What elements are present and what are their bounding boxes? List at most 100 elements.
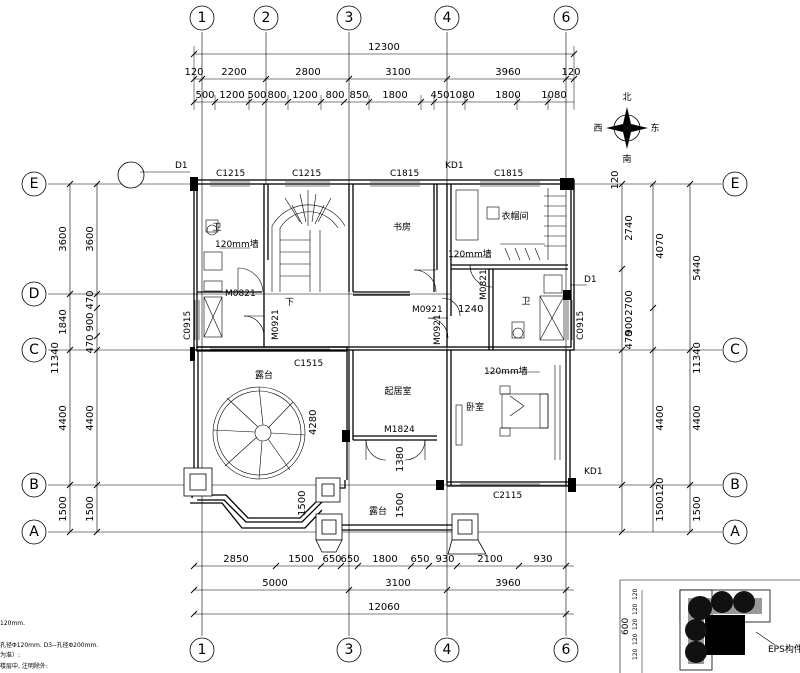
- dim-top-detail-5: 1200: [292, 90, 317, 101]
- dim-right-mid-2: 5440: [692, 255, 703, 280]
- legend-dim-2: 120: [632, 603, 639, 615]
- dim-1500-a: 1500: [297, 491, 308, 516]
- dim-bottom-detail-3: 650: [322, 554, 341, 565]
- label-c1215-b: C1215: [292, 169, 321, 179]
- dim-left-inner-2: 470: [85, 290, 96, 309]
- bottom-dimension-lines: [190, 562, 574, 618]
- dim-top-mid-5: 3960: [495, 67, 520, 78]
- dim-left-inner-5: 4400: [85, 405, 96, 430]
- note-1: 120mm.: [0, 620, 25, 627]
- label-m0821-b: M0821: [479, 269, 489, 300]
- dim-1500-b: 1500: [395, 493, 406, 518]
- label-m1824: M1824: [384, 425, 415, 435]
- legend-dim-1: 120: [632, 588, 639, 600]
- columns: [190, 177, 576, 492]
- legend-eps: EPS构件 120 120 120 120 120 600: [619, 579, 800, 673]
- dim-bottom-mid-2: 3100: [385, 578, 410, 589]
- axis-label-1-bottom: 1: [198, 642, 207, 658]
- legend-label: EPS构件: [768, 643, 800, 655]
- dim-top-detail-7: 850: [349, 90, 368, 101]
- pillar-bases: [183, 467, 487, 555]
- axis-bubble-B-right: [722, 472, 748, 498]
- room-bath-b: 卫: [521, 297, 530, 307]
- legend-dim-5: 120: [632, 648, 639, 660]
- label-d1-top: D1: [175, 161, 188, 171]
- dim-left-outer-5: 1500: [58, 496, 69, 521]
- room-closet: 衣帽间: [501, 210, 528, 222]
- dim-top-total: 12300: [368, 42, 400, 53]
- label-c1215-a: C1215: [216, 169, 245, 179]
- dim-top-detail-2: 1200: [219, 90, 244, 101]
- axis-bubble-A-right: [722, 519, 748, 545]
- dim-top-mid-3: 2800: [295, 67, 320, 78]
- dim-left-outer-4: 4400: [58, 405, 69, 430]
- label-m0921-a: M0921: [412, 305, 443, 315]
- top-dimension-lines: [190, 46, 578, 110]
- axis-bubble-A-left: [21, 519, 47, 545]
- dim-right-inner-4: 470: [624, 330, 635, 349]
- dim-top-mid-6: 120: [561, 67, 580, 78]
- label-c0915-a: C0915: [183, 311, 193, 340]
- dim-bottom-detail-9: 930: [533, 554, 552, 565]
- label-c1815-b: C1815: [494, 169, 523, 179]
- axis-bubble-C-left: [21, 337, 47, 363]
- axis-label-A: A: [29, 524, 39, 540]
- axis-bubble-B-left: [21, 472, 47, 498]
- axis-bubble-C-right: [722, 337, 748, 363]
- label-wall-b: 120mm墙: [448, 248, 492, 260]
- axis-label-6-bottom: 6: [562, 642, 571, 658]
- label-m0821-a: M0821: [225, 289, 256, 299]
- axis-bubble-3-bottom: [336, 637, 362, 663]
- axis-bubble-1-bottom: [189, 637, 215, 663]
- axis-label-E: E: [30, 176, 39, 192]
- dim-bottom-detail-6: 650: [410, 554, 429, 565]
- dim-top-detail-8: 1800: [382, 90, 407, 101]
- walls: [190, 179, 575, 531]
- legend-dim-6: 600: [621, 618, 631, 635]
- dim-top-detail-9: 450: [430, 90, 449, 101]
- dim-right-inner-1: 120: [610, 170, 621, 189]
- dim-left-inner-6: 1500: [85, 496, 96, 521]
- windows: [194, 181, 573, 485]
- dim-left-outer-1: 3600: [58, 226, 69, 251]
- dim-right-inner-8: 1500: [655, 496, 666, 521]
- axis-bubble-E-left: [21, 171, 47, 197]
- room-bath-a: 卫: [212, 223, 221, 233]
- room-terrace-a: 露台: [255, 369, 273, 381]
- axis-label-A-right: A: [730, 524, 740, 540]
- axis-bubbles: [21, 5, 748, 663]
- label-down: 下: [285, 298, 294, 308]
- dim-bottom-detail-5: 1800: [372, 554, 397, 565]
- label-c1515: C1515: [294, 359, 323, 369]
- bath-fixtures: [203, 188, 566, 446]
- dim-top-mid-2: 2200: [221, 67, 246, 78]
- label-c0915-b: C0915: [576, 311, 586, 340]
- legend-dim-4: 120: [632, 633, 639, 645]
- dim-right-outer-1: 11340: [692, 342, 703, 374]
- compass: 北 南 西 东: [593, 92, 659, 165]
- compass-west: 西: [593, 123, 602, 134]
- doors: [237, 264, 493, 461]
- axis-label-B-right: B: [730, 477, 740, 493]
- legend-dim-3: 120: [632, 618, 639, 630]
- left-dimension-lines: [66, 180, 101, 536]
- right-dimension-lines: [618, 180, 694, 536]
- label-c1815-a: C1815: [390, 169, 419, 179]
- note-4: 楼层中, 注明除外:: [0, 662, 48, 670]
- dim-right-inner-3: 2700: [624, 290, 635, 315]
- dim-left-inner-4: 470: [85, 334, 96, 353]
- interior-stairs: [271, 190, 346, 292]
- label-d1-right: D1: [584, 275, 597, 285]
- leader-lines: [140, 171, 587, 373]
- label-m0921-c: M0921: [433, 314, 443, 345]
- axis-bubble-6-top: [553, 5, 579, 31]
- label-c2115: C2115: [493, 491, 522, 501]
- column-marker: [117, 161, 145, 189]
- dim-right-inner-2: 2740: [624, 215, 635, 240]
- axis-label-1: 1: [198, 10, 207, 26]
- axis-label-C: C: [29, 342, 39, 358]
- axis-label-2: 2: [262, 10, 271, 26]
- axis-bubble-D-left: [21, 281, 47, 307]
- axis-label-3: 3: [345, 10, 354, 26]
- axis-bubble-3-top: [336, 5, 362, 31]
